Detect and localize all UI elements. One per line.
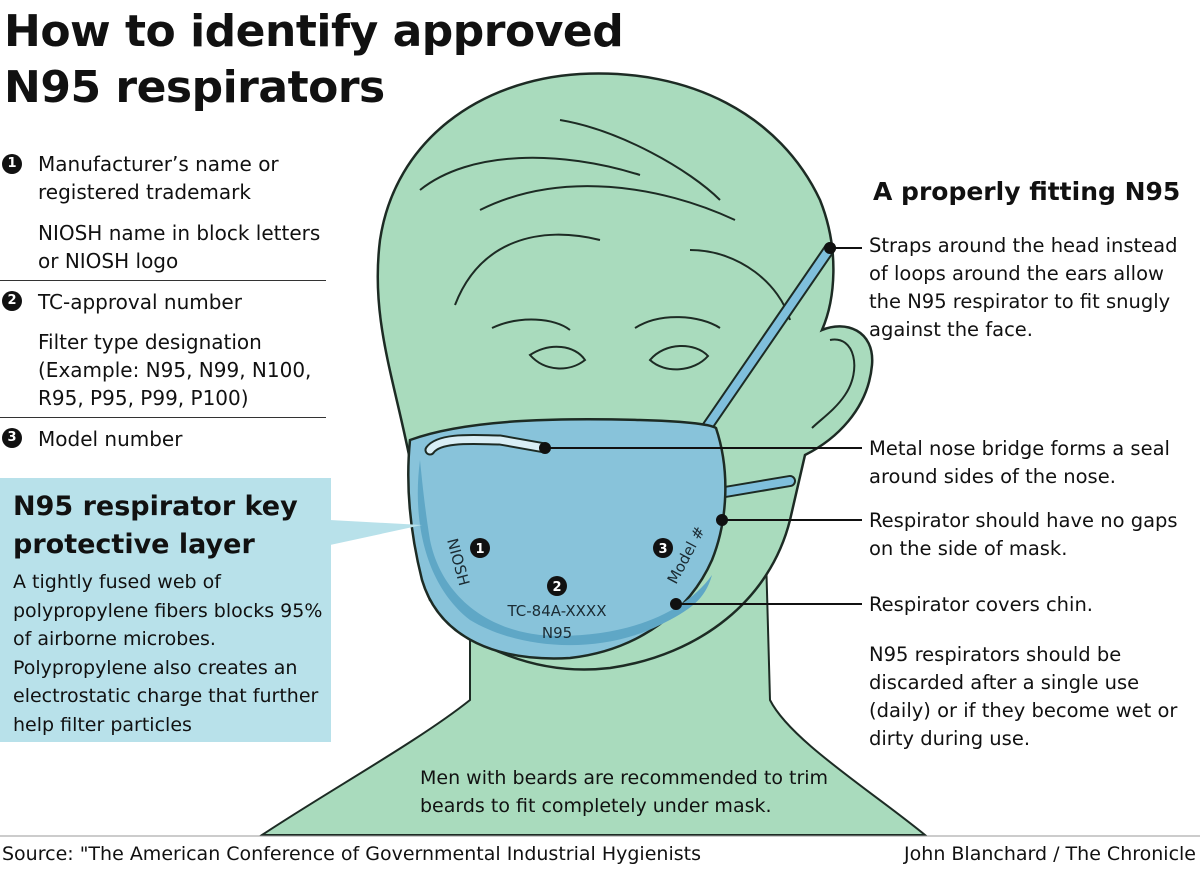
leader-lines xyxy=(539,242,862,610)
legend-item-1-line-1: Manufacturer’s name or registered tradem… xyxy=(38,152,279,204)
svg-text:1: 1 xyxy=(475,542,484,557)
fit-heading: A properly fitting N95 xyxy=(873,177,1181,206)
panel-pointer xyxy=(330,520,422,545)
legend-item-2-line-2: Filter type designation (Example: N95, N… xyxy=(38,330,312,410)
key-layer-heading: N95 respirator key protective layer xyxy=(13,491,298,560)
svg-text:3: 3 xyxy=(658,542,667,557)
legend-item-3-line-1: Model number xyxy=(38,427,183,451)
mask-shape xyxy=(407,417,727,660)
legend-number-1: 1 xyxy=(2,154,22,174)
svg-text:2: 2 xyxy=(552,580,561,595)
legend-number-3: 3 xyxy=(2,428,22,448)
legend-number-2: 2 xyxy=(2,291,22,311)
callout-nose-bridge: Metal nose bridge forms a seal around si… xyxy=(869,437,1170,488)
legend-divider-1 xyxy=(0,280,326,281)
face-features xyxy=(491,316,856,429)
key-layer-body: A tightly fused web of polypropylene fib… xyxy=(13,571,323,736)
page-title: How to identify approved N95 respirators xyxy=(4,6,624,113)
neck-shape xyxy=(258,518,928,836)
source-note: Source: "The American Conference of Gove… xyxy=(2,843,701,865)
callout-chin: Respirator covers chin. xyxy=(869,593,1094,616)
legend-item-1-line-2: NIOSH name in block letters or NIOSH log… xyxy=(38,221,321,273)
mask-filter-label: N95 xyxy=(542,624,572,642)
key-layer-panel: N95 respirator key protective layer A ti… xyxy=(0,478,331,742)
credit-note: John Blanchard / The Chronicle xyxy=(904,843,1196,865)
legend-divider-2 xyxy=(0,417,326,418)
mask-tc-label: TC-84A-XXXX xyxy=(507,602,607,620)
callout-discard: N95 respirators should be discarded afte… xyxy=(869,643,1178,750)
mask-markers: 1 2 3 xyxy=(470,538,673,596)
beard-note: Men with beards are recommended to trim … xyxy=(420,767,829,817)
callout-straps: Straps around the head instead of loops … xyxy=(869,234,1178,341)
callout-no-gaps: Respirator should have no gaps on the si… xyxy=(869,509,1178,560)
legend-item-2-line-1: TC-approval number xyxy=(38,290,242,314)
